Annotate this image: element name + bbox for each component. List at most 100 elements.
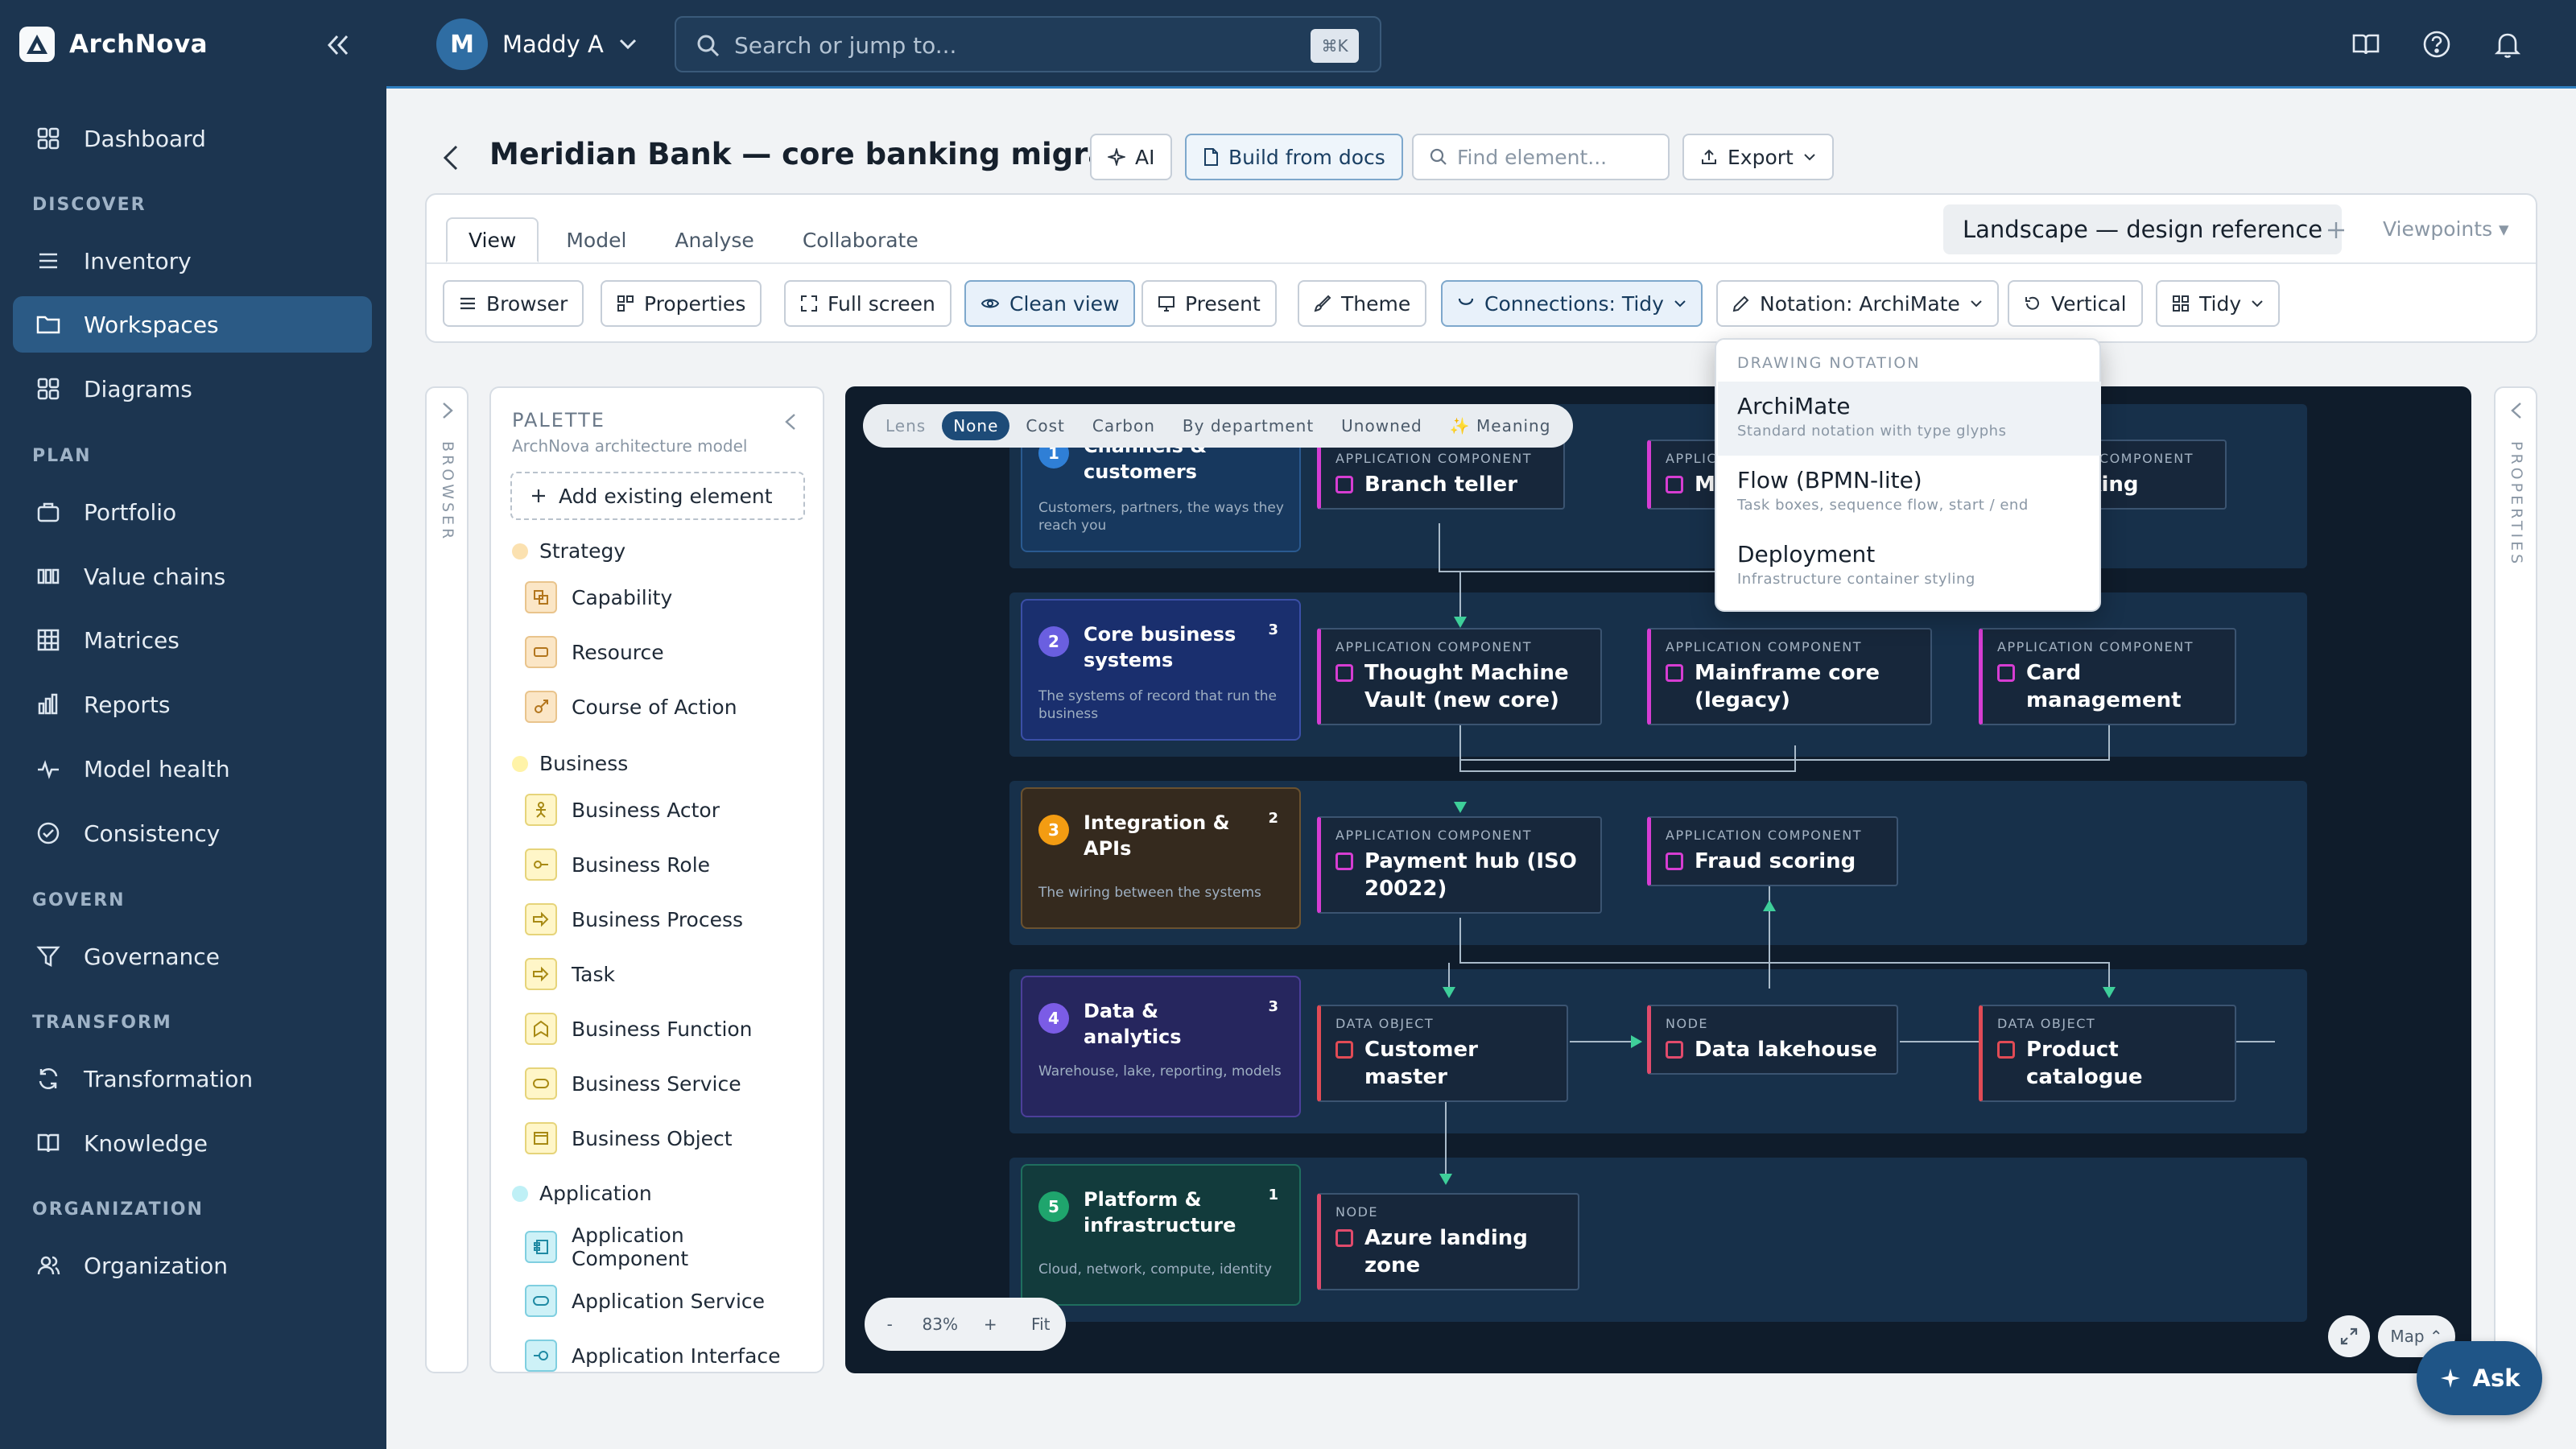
sidebar-item-matrices[interactable]: Matrices xyxy=(13,612,372,668)
tab-collaborate[interactable]: Collaborate xyxy=(802,228,919,252)
ai-button[interactable]: AI xyxy=(1090,134,1173,180)
present-button[interactable]: Present xyxy=(1141,280,1277,327)
palette-item-application-service[interactable]: Application Service xyxy=(525,1285,799,1317)
palette-item-business-service[interactable]: Business Service xyxy=(525,1067,799,1100)
tidy-dropdown[interactable]: Tidy xyxy=(2156,280,2281,327)
lane-card-core-systems[interactable]: 2 Core business systems 3 The systems of… xyxy=(1021,599,1301,741)
notation-option-archimate[interactable]: ArchiMate Standard notation with type gl… xyxy=(1718,382,2101,456)
palette-item-business-role[interactable]: Business Role xyxy=(525,848,799,881)
lens-option-unowned[interactable]: Unowned xyxy=(1341,416,1422,436)
actor-icon xyxy=(525,794,557,826)
full-screen-button[interactable]: Full screen xyxy=(784,280,952,327)
palette-item-course-of-action[interactable]: Course of Action xyxy=(525,691,799,723)
fit-button[interactable]: Fit xyxy=(1031,1315,1051,1334)
task-arrow-icon xyxy=(525,958,557,990)
lens-option-by-department[interactable]: By department xyxy=(1182,416,1315,436)
browser-rail[interactable]: BROWSER xyxy=(425,386,469,1373)
sidebar-item-transformation[interactable]: Transformation xyxy=(13,1051,372,1107)
connections-dropdown[interactable]: Connections: Tidy xyxy=(1441,280,1703,327)
diagram-canvas[interactable]: 1 Channels & customers 3 Customers, part… xyxy=(845,386,2471,1373)
notation-option-flow[interactable]: Flow (BPMN-lite) Task boxes, sequence fl… xyxy=(1718,456,2101,530)
chevron-left-icon[interactable] xyxy=(779,411,802,433)
back-chevron-icon[interactable] xyxy=(435,140,467,175)
properties-button[interactable]: Properties xyxy=(601,280,762,327)
add-viewpoint-icon[interactable] xyxy=(2320,214,2352,246)
ask-button[interactable]: Ask xyxy=(2417,1341,2542,1415)
lane-card-data[interactable]: 4 Data & analytics 3 Warehouse, lake, re… xyxy=(1021,976,1301,1117)
palette-item-application-interface[interactable]: Application Interface xyxy=(525,1340,799,1372)
node-customer-master[interactable]: DATA OBJECT Customer master xyxy=(1317,1005,1568,1102)
lens-option-cost[interactable]: Cost xyxy=(1026,416,1065,436)
vertical-button[interactable]: Vertical xyxy=(2008,280,2143,327)
node-glyph-icon xyxy=(1666,1041,1683,1059)
node-payment-hub[interactable]: APPLICATION COMPONENT Payment hub (ISO 2… xyxy=(1317,816,1602,914)
zoom-out-button[interactable]: - xyxy=(886,1315,893,1334)
palette-item-business-object[interactable]: Business Object xyxy=(525,1122,799,1154)
palette-item-task[interactable]: Task xyxy=(525,958,799,990)
add-existing-element-button[interactable]: Add existing element xyxy=(510,472,805,520)
clean-view-button[interactable]: Clean view xyxy=(964,280,1136,327)
sidebar-item-value-chains[interactable]: Value chains xyxy=(13,548,372,605)
sidebar-item-reports[interactable]: Reports xyxy=(13,676,372,733)
bell-icon[interactable] xyxy=(2489,26,2526,63)
palette-group-business[interactable]: Business xyxy=(512,752,628,775)
notation-option-deployment[interactable]: Deployment Infrastructure container styl… xyxy=(1718,530,2101,604)
palette-item-resource[interactable]: Resource xyxy=(525,636,799,668)
node-product-catalogue[interactable]: DATA OBJECT Product catalogue xyxy=(1979,1005,2236,1102)
search-input[interactable]: Search or jump to... ⌘K xyxy=(675,16,1381,72)
lens-option-carbon[interactable]: Carbon xyxy=(1092,416,1155,436)
export-button[interactable]: Export xyxy=(1682,134,1834,180)
sidebar-item-organization[interactable]: Organization xyxy=(13,1237,372,1294)
palette-item-business-actor[interactable]: Business Actor xyxy=(525,794,799,826)
user-menu[interactable]: M Maddy A xyxy=(436,18,638,71)
brand[interactable]: ArchNova xyxy=(19,27,208,62)
node-mainframe-core[interactable]: APPLICATION COMPONENT Mainframe core (le… xyxy=(1647,628,1932,725)
palette-title: PALETTE xyxy=(512,409,605,431)
sidebar-item-consistency[interactable]: Consistency xyxy=(13,805,372,861)
palette-item-business-function[interactable]: Business Function xyxy=(525,1013,799,1045)
build-from-docs-button[interactable]: Build from docs xyxy=(1185,134,1403,180)
browser-button[interactable]: Browser xyxy=(443,280,584,327)
theme-button[interactable]: Theme xyxy=(1298,280,1427,327)
palette-item-business-process[interactable]: Business Process xyxy=(525,903,799,935)
lane-card-integration[interactable]: 3 Integration & APIs 2 The wiring betwee… xyxy=(1021,787,1301,929)
sidebar-item-governance[interactable]: Governance xyxy=(13,928,372,985)
lens-option-meaning[interactable]: ✨ Meaning xyxy=(1449,416,1551,436)
sidebar-item-knowledge[interactable]: Knowledge xyxy=(13,1115,372,1171)
zoom-in-button[interactable]: + xyxy=(983,1315,997,1334)
item-label: Business Object xyxy=(572,1126,733,1150)
lens-option-none[interactable]: None xyxy=(942,411,1010,440)
viewpoints-dropdown[interactable]: Viewpoints ▾ xyxy=(2383,217,2509,241)
notation-dropdown[interactable]: Notation: ArchiMate xyxy=(1716,280,1999,327)
sidebar-item-dashboard[interactable]: Dashboard xyxy=(13,110,372,167)
lane-card-platform[interactable]: 5 Platform & infrastructure 1 Cloud, net… xyxy=(1021,1164,1301,1306)
collapse-sidebar-icon[interactable] xyxy=(320,29,356,61)
node-fraud-scoring[interactable]: APPLICATION COMPONENT Fraud scoring xyxy=(1647,816,1898,886)
book-open-icon[interactable] xyxy=(2347,26,2384,63)
node-branch-teller[interactable]: APPLICATION COMPONENT Branch teller xyxy=(1317,440,1565,510)
node-thought-machine[interactable]: APPLICATION COMPONENT Thought Machine Va… xyxy=(1317,628,1602,725)
find-element-input[interactable]: Find element... xyxy=(1412,134,1670,180)
tab-model[interactable]: Model xyxy=(566,228,627,252)
minimap-toggle[interactable]: Map ⌃ xyxy=(2378,1315,2455,1357)
viewpoint-tab[interactable]: Landscape — design reference xyxy=(1943,204,2343,254)
sidebar-item-workspaces[interactable]: Workspaces xyxy=(13,296,372,353)
help-icon[interactable] xyxy=(2418,26,2455,63)
strategy-dot-icon xyxy=(512,543,528,559)
expand-canvas-icon[interactable] xyxy=(2328,1315,2370,1357)
palette-item-application-component[interactable]: Application Component xyxy=(525,1224,799,1270)
node-card-management[interactable]: APPLICATION COMPONENT Card management xyxy=(1979,628,2236,725)
tab-view[interactable]: View xyxy=(446,217,539,262)
vertical-label: Vertical xyxy=(2051,291,2127,316)
tab-analyse[interactable]: Analyse xyxy=(675,228,754,252)
sidebar-item-portfolio[interactable]: Portfolio xyxy=(13,484,372,540)
node-data-lakehouse[interactable]: NODE Data lakehouse xyxy=(1647,1005,1898,1075)
sidebar-item-model-health[interactable]: Model health xyxy=(13,741,372,797)
palette-item-capability[interactable]: Capability xyxy=(525,581,799,613)
node-azure-landing-zone[interactable]: NODE Azure landing zone xyxy=(1317,1193,1579,1290)
sidebar-item-inventory[interactable]: Inventory xyxy=(13,233,372,289)
palette-group-application[interactable]: Application xyxy=(512,1182,652,1205)
properties-rail[interactable]: PROPERTIES xyxy=(2494,386,2537,1373)
sidebar-item-diagrams[interactable]: Diagrams xyxy=(13,361,372,417)
palette-group-strategy[interactable]: Strategy xyxy=(512,539,625,563)
